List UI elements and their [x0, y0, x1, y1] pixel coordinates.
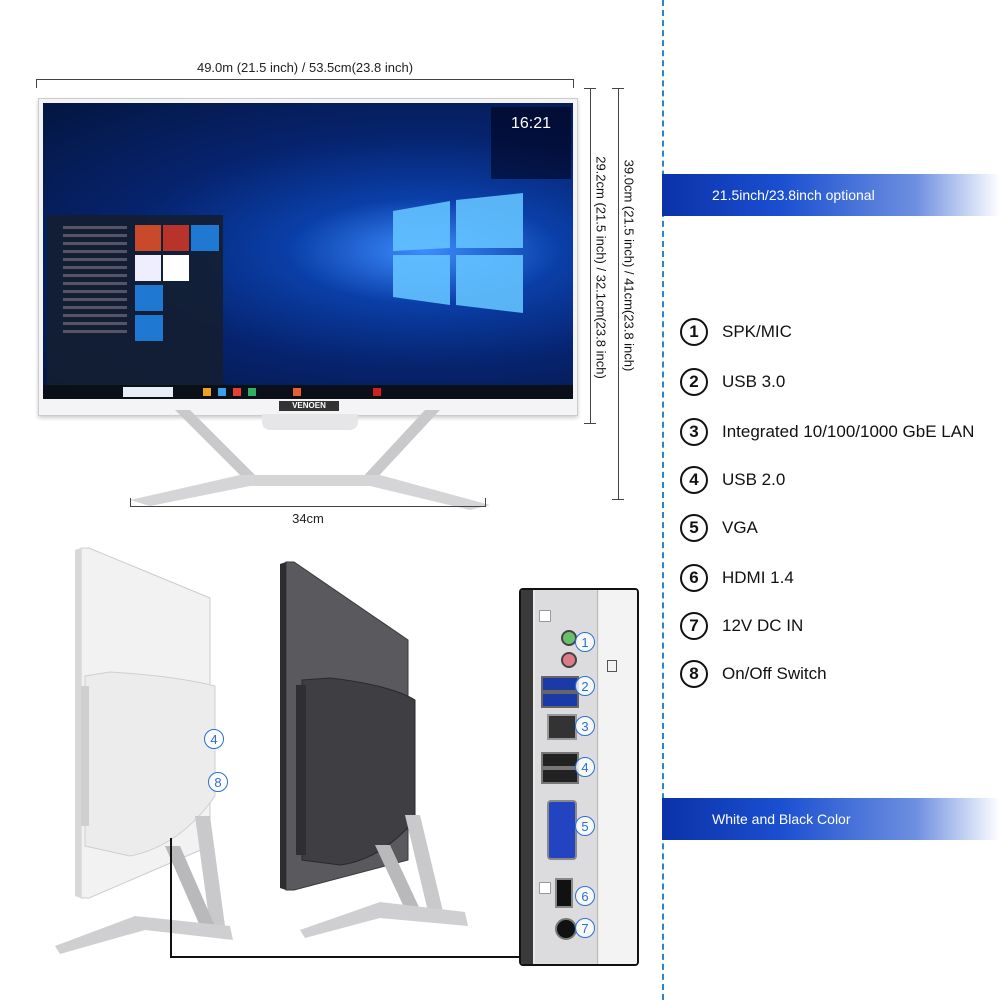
- size-option-label: 21.5inch/23.8inch optional: [712, 187, 875, 203]
- port-number: 5: [680, 514, 708, 542]
- port-label: Integrated 10/100/1000 GbE LAN: [722, 422, 975, 441]
- port-label: HDMI 1.4: [722, 568, 794, 587]
- total-height-line: [612, 88, 624, 500]
- panel-notch: [607, 660, 617, 672]
- monitor-stand: [130, 410, 490, 510]
- io-panel-strip: [521, 590, 533, 964]
- port-item-usb3: 2 USB 3.0: [680, 368, 785, 396]
- start-menu[interactable]: [47, 215, 223, 387]
- port-label: USB 2.0: [722, 470, 786, 489]
- size-option-banner: 21.5inch/23.8inch optional: [662, 174, 1000, 216]
- panel-callout-6: 6: [575, 886, 595, 906]
- screw-icon: [539, 610, 551, 622]
- side-callout-8: 8: [208, 772, 228, 792]
- port-label: 12V DC IN: [722, 616, 804, 635]
- clock-time: 16:21: [511, 115, 552, 132]
- panel-callout-1: 1: [575, 632, 595, 652]
- color-option-label: White and Black Color: [712, 811, 851, 827]
- screen: 16:21: [43, 103, 573, 399]
- dc-jack-icon: [555, 918, 577, 940]
- port-label: On/Off Switch: [722, 664, 827, 683]
- port-number: 4: [680, 466, 708, 494]
- audio-jack-icon: [561, 652, 577, 668]
- screen-height-line: [584, 88, 596, 424]
- panel-callout-4: 4: [575, 757, 595, 777]
- monitor-chin: [262, 414, 358, 430]
- clock-widget: 16:21: [491, 107, 571, 179]
- panel-callout-2: 2: [575, 676, 595, 696]
- port-item-dc-in: 7 12V DC IN: [680, 612, 803, 640]
- start-menu-list: [63, 221, 127, 338]
- panel-callout-5: 5: [575, 816, 595, 836]
- port-item-usb2: 4 USB 2.0: [680, 466, 785, 494]
- side-callout-4: 4: [204, 729, 224, 749]
- port-number: 7: [680, 612, 708, 640]
- port-item-power: 8 On/Off Switch: [680, 660, 827, 688]
- lan-port-icon: [547, 714, 577, 740]
- tile: [135, 315, 163, 341]
- tile: [135, 285, 163, 311]
- port-number: 6: [680, 564, 708, 592]
- width-label: 49.0m (21.5 inch) / 53.5cm(23.8 inch): [196, 60, 414, 75]
- port-item-spk-mic: 1 SPK/MIC: [680, 318, 792, 346]
- port-number: 3: [680, 418, 708, 446]
- base-dimension: 34cm: [130, 498, 486, 526]
- base-label: 34cm: [292, 511, 324, 526]
- tile: [191, 225, 219, 251]
- black-monitor-side: [280, 561, 468, 938]
- usb-port-icon: [541, 768, 579, 784]
- tile: [163, 225, 189, 251]
- color-option-banner: White and Black Color: [662, 798, 1000, 840]
- port-number: 2: [680, 368, 708, 396]
- panel-callout-7: 7: [575, 918, 595, 938]
- usb-port-icon: [541, 692, 579, 708]
- total-height-label: 39.0cm (21.5 inch) / 41cm(23.8 inch): [621, 159, 637, 372]
- port-item-vga: 5 VGA: [680, 514, 758, 542]
- brand-logo: VENOEN: [279, 401, 339, 411]
- monitor-front: 16:21: [38, 98, 578, 416]
- screw-icon: [539, 882, 551, 894]
- port-label: VGA: [722, 518, 758, 537]
- width-dimension: 49.0m (21.5 inch) / 53.5cm(23.8 inch): [36, 60, 574, 88]
- io-panel: [519, 588, 639, 966]
- usb-port-icon: [541, 676, 579, 692]
- white-monitor-side: [55, 547, 233, 954]
- port-label: USB 3.0: [722, 372, 786, 391]
- brand-text: VENOEN: [292, 401, 326, 410]
- tile: [163, 255, 189, 281]
- port-number: 1: [680, 318, 708, 346]
- connector-line: [170, 838, 522, 958]
- windows-logo-icon: [393, 193, 523, 313]
- taskbar[interactable]: [43, 385, 573, 399]
- panel-callout-3: 3: [575, 716, 595, 736]
- io-panel-right: [599, 590, 637, 964]
- port-label: SPK/MIC: [722, 322, 792, 341]
- port-item-hdmi: 6 HDMI 1.4: [680, 564, 794, 592]
- port-number: 8: [680, 660, 708, 688]
- hdmi-port-icon: [555, 878, 573, 908]
- tile: [135, 255, 161, 281]
- vga-port-icon: [547, 800, 577, 860]
- column-divider: [662, 0, 664, 1000]
- tile: [135, 225, 161, 251]
- port-item-lan: 3 Integrated 10/100/1000 GbE LAN: [680, 418, 974, 446]
- usb-port-icon: [541, 752, 579, 768]
- screen-height-label: 29.2cm (21.5 inch) / 32.1cm(23.8 inch): [593, 156, 609, 379]
